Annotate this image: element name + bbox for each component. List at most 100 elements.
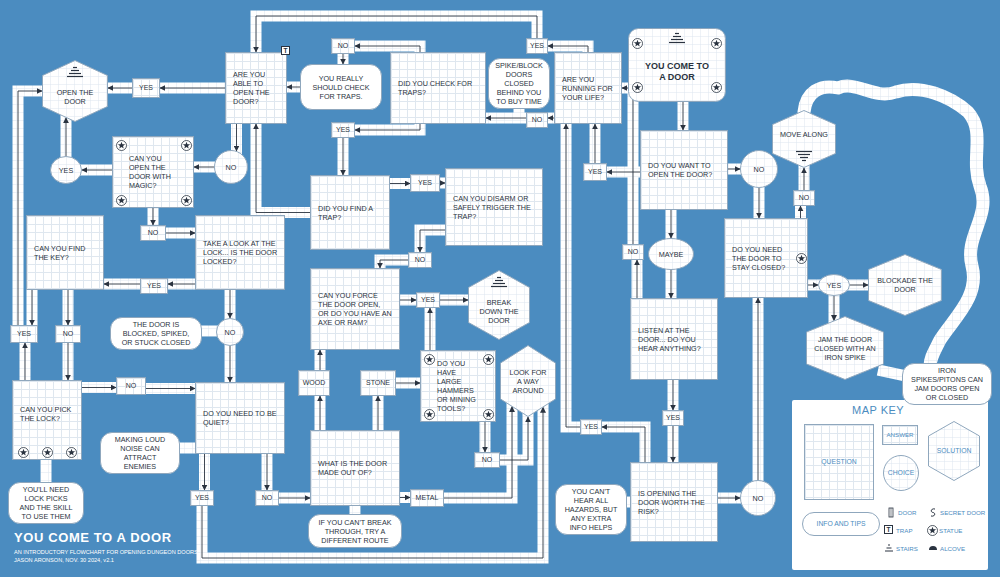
statue-icon — [711, 38, 722, 49]
choice-circle: NO — [740, 480, 776, 516]
flow-arrow — [683, 102, 684, 130]
solution-hexagon: LOOK FOR A WAY AROUND — [500, 345, 556, 417]
flow-arrow — [378, 396, 379, 430]
corridor — [194, 162, 214, 173]
question-box: DO YOU WANT TO OPEN THE DOOR? — [640, 130, 728, 210]
flow-arrow — [808, 285, 818, 286]
corridor — [425, 308, 436, 350]
flow-arrow — [230, 290, 231, 318]
node-label: DID YOU FIND A TRAP? — [318, 204, 383, 222]
corridor — [380, 260, 408, 268]
corridor — [829, 296, 840, 321]
node-label: YES — [143, 282, 165, 291]
statue-icon — [632, 82, 643, 93]
node-label: NO — [119, 382, 143, 391]
legend-text: INFO AND TIPS — [803, 520, 879, 528]
node-label: WOOD — [301, 379, 327, 388]
question-box: DO YOU NEED THE DOOR TO STAY CLOSED? — [724, 218, 808, 298]
flow-arrow — [718, 498, 740, 499]
node-label: NO — [58, 330, 78, 339]
solution-hexagon: JAM THE DOOR CLOSED WITH AN IRON SPIKE — [806, 316, 884, 380]
flow-arrow — [834, 296, 835, 321]
flow-arrow — [279, 498, 310, 499]
legend-sample: INFO AND TIPS — [802, 512, 880, 536]
corridor-layer — [18, 16, 868, 558]
legend-icon — [928, 543, 938, 554]
node-label: NO — [143, 229, 163, 238]
flow-arrow — [355, 124, 420, 130]
node-label: NO — [625, 248, 641, 257]
corridor — [168, 279, 195, 290]
answer-box: NO — [622, 244, 644, 260]
answer-box: YES — [331, 122, 355, 138]
flow-arrow — [671, 210, 672, 238]
legend-text: SECRET DOOR — [940, 507, 985, 518]
statue-icon — [181, 140, 192, 151]
flow-arrow — [32, 290, 33, 325]
stairs-icon — [796, 150, 812, 162]
answer-box: NO — [55, 325, 81, 343]
corridor — [315, 350, 326, 370]
corridor — [82, 165, 112, 176]
node-label: YES — [583, 423, 599, 432]
corridor — [566, 124, 580, 427]
answer-box: YES — [580, 419, 602, 435]
node-label: YOU REALLY SHOULD CHECK FOR TRAPS. — [309, 74, 373, 101]
question-box: CAN YOU PICK THE LOCK? — [12, 380, 82, 460]
corridor — [338, 138, 349, 175]
corridor — [799, 168, 810, 190]
flow-arrow — [673, 380, 674, 410]
statue-icon — [42, 447, 53, 458]
info-tip: SPIKE/BLOCK DOORS CLOSED BEHIND YOU TO B… — [488, 58, 550, 109]
question-box: TAKE A LOOK AT THE LOCK... IS THE DOOR L… — [195, 215, 285, 290]
corridor — [148, 208, 159, 225]
solution-hexagon: OPEN THE DOOR — [42, 60, 108, 122]
answer-box: YES — [410, 174, 440, 192]
corridor — [63, 343, 74, 380]
question-box: CAN YOU FORCE THE DOOR OPEN, OR DO YOU H… — [310, 268, 400, 350]
node-label: DID YOU CHECK FOR TRAPS? — [398, 79, 479, 97]
corridor — [666, 270, 677, 298]
flow-arrow — [759, 188, 760, 218]
flow-arrow — [607, 172, 640, 173]
answer-box: STONE — [360, 370, 396, 396]
question-box: DO YOU HAVE LARGE HAMMERS OR MINING TOOL… — [420, 350, 496, 422]
stairs-icon — [491, 276, 507, 288]
flow-arrow — [267, 454, 268, 490]
choice-circle: NO — [740, 150, 778, 188]
corridor — [104, 279, 140, 290]
node-label: YES — [665, 414, 681, 423]
answer-box: YES — [662, 410, 684, 426]
node-label: DO YOU NEED TO BE QUIET? — [203, 409, 278, 427]
legend-sample: ANSWER — [882, 425, 918, 445]
legend-text: ANSWER — [883, 431, 917, 438]
legend-icon — [886, 507, 896, 518]
stairs-icon — [67, 66, 83, 78]
corridor — [373, 396, 384, 430]
trap-marker: T — [281, 46, 290, 55]
node-label: WHAT IS THE DOOR MADE OUT OF? — [318, 459, 393, 477]
corridor — [400, 492, 410, 503]
flow-arrow — [800, 206, 801, 218]
node-label: DO YOU NEED THE DOOR TO STAY CLOSED? — [732, 245, 791, 272]
legend-text: DOOR — [898, 507, 917, 518]
node-label: NO — [743, 494, 773, 503]
question-box: IS OPENING THE DOOR WORTH THE RISK? — [630, 462, 718, 542]
flow-arrow — [256, 16, 537, 52]
node-label: YES — [413, 179, 437, 188]
corridor — [440, 295, 468, 306]
corridor — [63, 290, 74, 325]
corridor — [728, 164, 740, 175]
legend-text: ALCOVE — [940, 543, 965, 554]
corridor — [678, 102, 689, 130]
corridor — [500, 417, 528, 460]
corridor — [668, 380, 679, 410]
node-label: YES — [419, 296, 437, 305]
flow-arrow — [602, 427, 645, 462]
answer-box: NO — [140, 225, 166, 241]
flow-arrow — [595, 124, 596, 163]
corridor — [262, 454, 273, 490]
node-label: NO — [258, 494, 276, 503]
legend-sample: SOLUTION — [928, 421, 980, 481]
info-tip: THE DOOR IS BLOCKED, SPIKED, OR STUCK CL… — [110, 317, 202, 350]
